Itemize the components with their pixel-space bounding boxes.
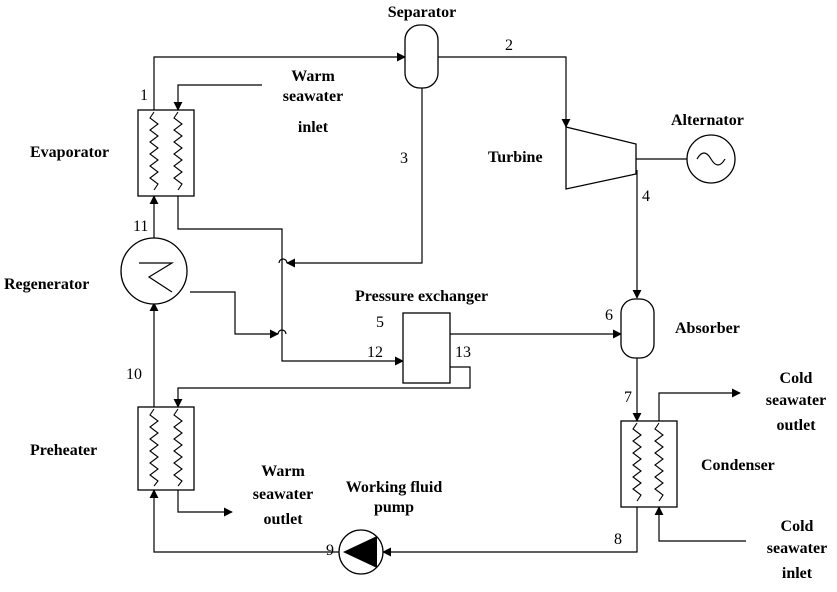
warm-outlet-label-3: outlet — [263, 511, 303, 528]
cold-outlet-label-2: seawater — [766, 392, 826, 409]
cold-inlet-label-3: inlet — [782, 565, 813, 582]
evaporator-box — [137, 109, 195, 197]
cold-inlet-label-2: seawater — [767, 540, 827, 557]
preheater-coil-left — [149, 408, 159, 487]
pipe-12 — [177, 196, 404, 366]
cold-outlet-label-3: outlet — [776, 417, 816, 434]
regenerator-coil — [139, 262, 175, 293]
cold-inlet-pipe — [654, 506, 746, 542]
state-point-9: 9 — [326, 542, 334, 559]
state-point-3: 3 — [400, 150, 408, 167]
preheater-box — [137, 406, 195, 491]
evaporator-coil-right — [173, 111, 183, 191]
state-point-1: 1 — [140, 87, 148, 104]
state-point-8: 8 — [614, 531, 622, 548]
state-point-4: 4 — [642, 188, 650, 205]
condenser-label: Condenser — [701, 457, 775, 474]
state-point-12: 12 — [367, 344, 383, 361]
absorber-vessel — [620, 298, 655, 359]
absorber-label: Absorber — [675, 320, 740, 337]
regenerator-label: Regenerator — [4, 276, 89, 293]
pipe-9 — [149, 489, 339, 553]
pump-triangle — [343, 536, 377, 568]
warm-inlet-pipe — [173, 84, 262, 111]
state-point-11: 11 — [133, 218, 148, 235]
pipes — [149, 52, 746, 557]
alternator-label: Alternator — [671, 112, 744, 129]
state-point-7: 7 — [624, 389, 632, 406]
pipe-1 — [153, 52, 406, 110]
pump-label-line-2: pump — [374, 499, 414, 516]
separator-vessel — [404, 24, 439, 89]
sine-wave-icon — [696, 152, 726, 166]
preheater-label: Preheater — [30, 442, 97, 459]
regenerator-circle — [120, 237, 188, 305]
separator-label: Separator — [388, 4, 456, 21]
evaporator-label: Evaporator — [30, 144, 109, 161]
turbine-shape — [565, 126, 637, 190]
warm-outlet-label-1: Warm — [261, 463, 305, 480]
condenser-coil-right — [654, 422, 664, 502]
condenser-coil-left — [632, 422, 642, 502]
cold-inlet-label-1: Cold — [781, 518, 814, 535]
state-point-5: 5 — [376, 314, 384, 331]
cold-outlet-label-1: Cold — [780, 370, 813, 387]
pipe-3-crossover — [278, 258, 288, 264]
pipe-2 — [438, 56, 571, 128]
turbine-label: Turbine — [488, 149, 543, 166]
pipe-5 — [190, 291, 279, 339]
warm-outlet-label-2: seawater — [253, 486, 313, 503]
pipe-8 — [382, 507, 638, 557]
pipe-13 — [173, 366, 471, 408]
state-point-13: 13 — [455, 344, 471, 361]
warm-inlet-label-3: inlet — [298, 119, 329, 136]
state-point-6: 6 — [605, 307, 613, 324]
pipe-3 — [286, 88, 423, 268]
cold-outlet-pipe — [658, 388, 741, 421]
pump-label-line-1: Working fluid — [346, 479, 443, 496]
warm-outlet-pipe — [177, 490, 233, 517]
preheater-coil-right — [173, 408, 183, 487]
pressure-exchanger-label: Pressure exchanger — [355, 288, 488, 305]
state-point-2: 2 — [505, 37, 513, 54]
evaporator-coil-left — [149, 111, 159, 191]
warm-inlet-label-2: seawater — [283, 88, 343, 105]
state-point-10: 10 — [126, 366, 142, 383]
warm-inlet-label-1: Warm — [291, 68, 335, 85]
condenser-box — [620, 420, 678, 508]
pressure-exchanger-box — [402, 312, 451, 384]
